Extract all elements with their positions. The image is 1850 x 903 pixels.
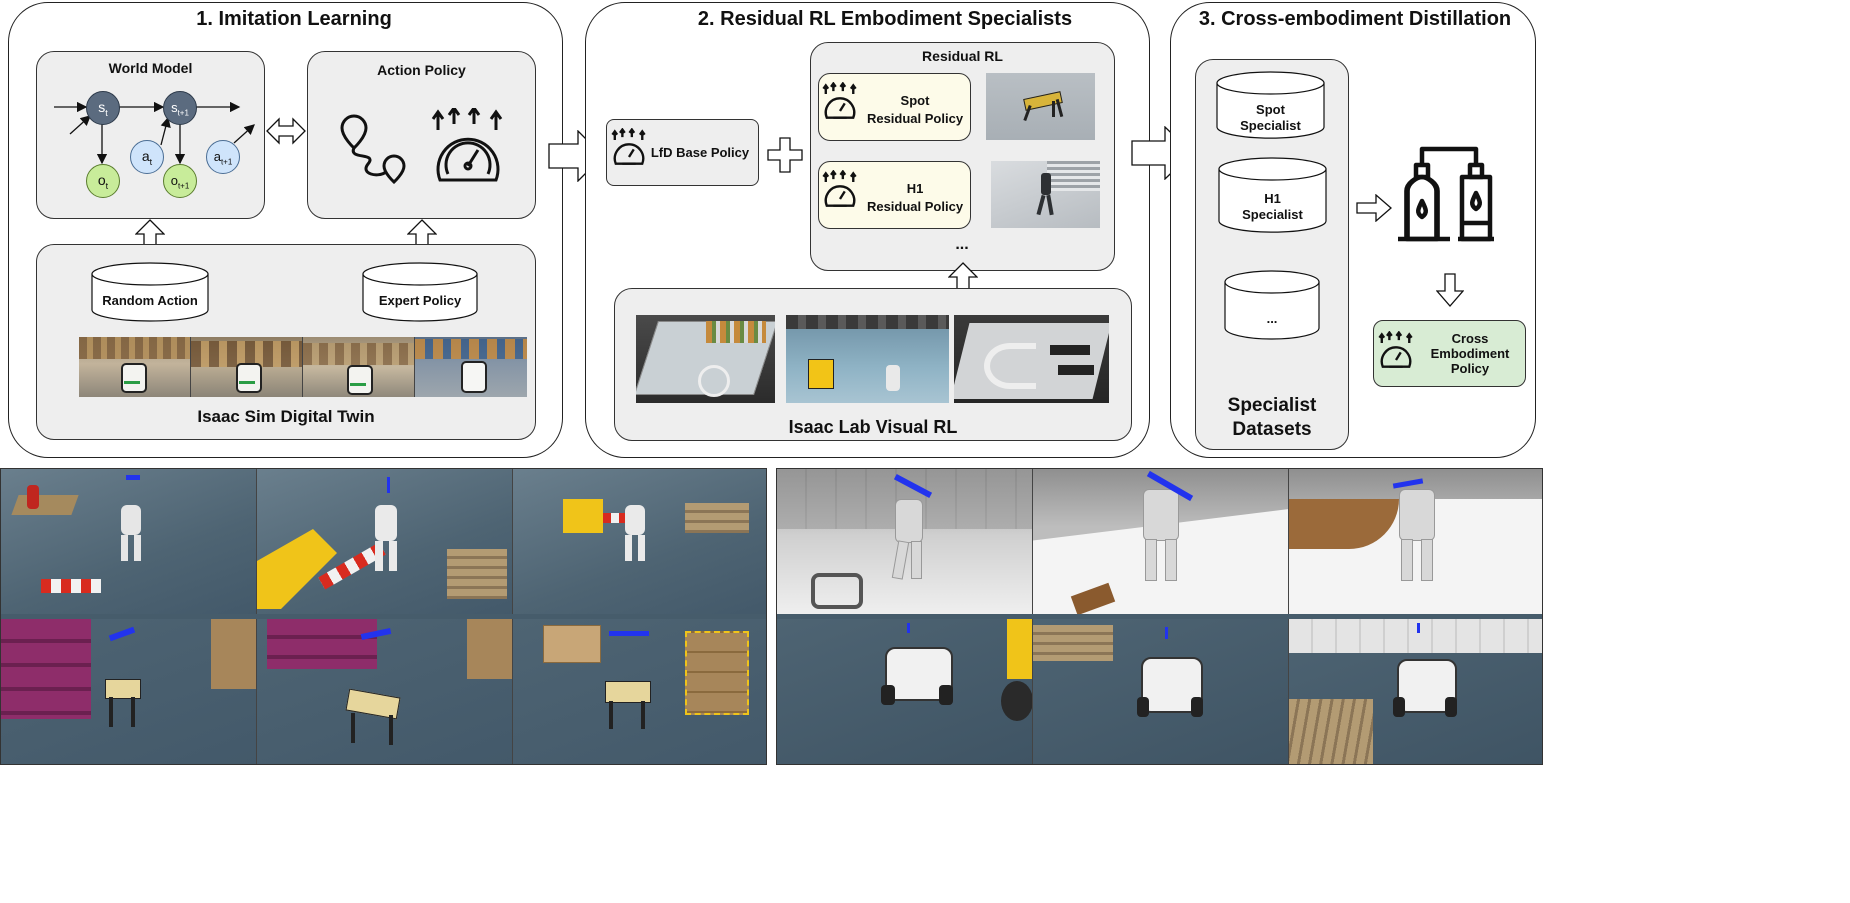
spot-sim-image — [986, 73, 1095, 140]
bottom-left-image-grid — [0, 468, 767, 765]
policy-gauge-icon — [611, 128, 646, 165]
h1-sim-image — [991, 161, 1100, 228]
policy-gauge-icon — [431, 108, 503, 182]
warehouse-thumbnail — [415, 337, 527, 397]
policy-gauge-icon — [822, 82, 857, 119]
action-node-t: at — [130, 140, 164, 174]
forklift-scene-image — [786, 315, 949, 403]
right-arrow-icon — [1356, 194, 1392, 222]
more-residual-ellipsis: ... — [955, 236, 969, 253]
digital-twin-image-strip — [79, 337, 527, 397]
h1-sim-frame — [777, 469, 1033, 614]
visual-rl-title: Isaac Lab Visual RL — [788, 417, 958, 437]
nova-carter-frame — [777, 619, 1033, 764]
plus-icon — [767, 137, 803, 173]
warehouse-thumbnail — [303, 337, 415, 397]
world-model-title: World Model — [108, 60, 193, 76]
humanoid-warehouse-frame — [513, 469, 766, 614]
spot-warehouse-frame — [257, 619, 513, 764]
expert-policy-label: Expert Policy — [378, 293, 462, 308]
bidirectional-arrow-icon — [266, 117, 306, 145]
h1-sim-frame — [1033, 469, 1289, 614]
digital-twin-title: Isaac Sim Digital Twin — [197, 407, 375, 426]
distillation-title: 3. Cross-embodiment Distillation — [1198, 8, 1512, 30]
more-specialist-label: ... — [1266, 311, 1278, 326]
spot-warehouse-frame — [1, 619, 257, 764]
humanoid-warehouse-frame — [257, 469, 513, 614]
h1-sim-frame — [1289, 469, 1542, 614]
warehouse-thumbnail — [79, 337, 191, 397]
warehouse-scene-image — [636, 315, 775, 403]
spot-specialist-cylinder — [1216, 71, 1325, 139]
state-node-t: st — [86, 91, 120, 125]
observation-node-t: ot — [86, 164, 120, 198]
action-policy-title: Action Policy — [377, 62, 466, 78]
distillation-apparatus-icon — [1398, 146, 1494, 242]
spot-warehouse-frame — [513, 619, 766, 764]
bottom-right-image-grid — [776, 468, 1543, 765]
warehouse-thumbnail — [191, 337, 303, 397]
lfd-base-policy-label: LfD Base Policy — [650, 145, 750, 160]
route-icon — [340, 114, 406, 184]
world-model-graph — [54, 101, 255, 165]
residual-rl-title: 2. Residual RL Embodiment Specialists — [697, 8, 1073, 30]
humanoid-warehouse-frame — [1, 469, 257, 614]
residual-rl-panel-title: Residual RL — [922, 48, 1003, 64]
policy-gauge-icon — [1378, 331, 1413, 368]
action-node-t1: at+1 — [206, 140, 240, 174]
world-model-panel — [36, 51, 265, 219]
more-specialist-cylinder — [1224, 270, 1320, 340]
nova-carter-frame — [1289, 619, 1542, 764]
nova-carter-frame — [1033, 619, 1289, 764]
random-action-label: Random Action — [102, 293, 198, 308]
random-action-cylinder — [91, 262, 209, 322]
expert-policy-cylinder — [362, 262, 478, 322]
h1-specialist-cylinder — [1218, 157, 1327, 233]
office-scene-image — [954, 315, 1109, 403]
down-arrow-icon — [1436, 273, 1464, 307]
imitation-learning-title: 1. Imitation Learning — [196, 8, 392, 30]
policy-gauge-icon — [822, 170, 857, 207]
observation-node-t1: ot+1 — [163, 164, 197, 198]
state-node-t1: st+1 — [163, 91, 197, 125]
